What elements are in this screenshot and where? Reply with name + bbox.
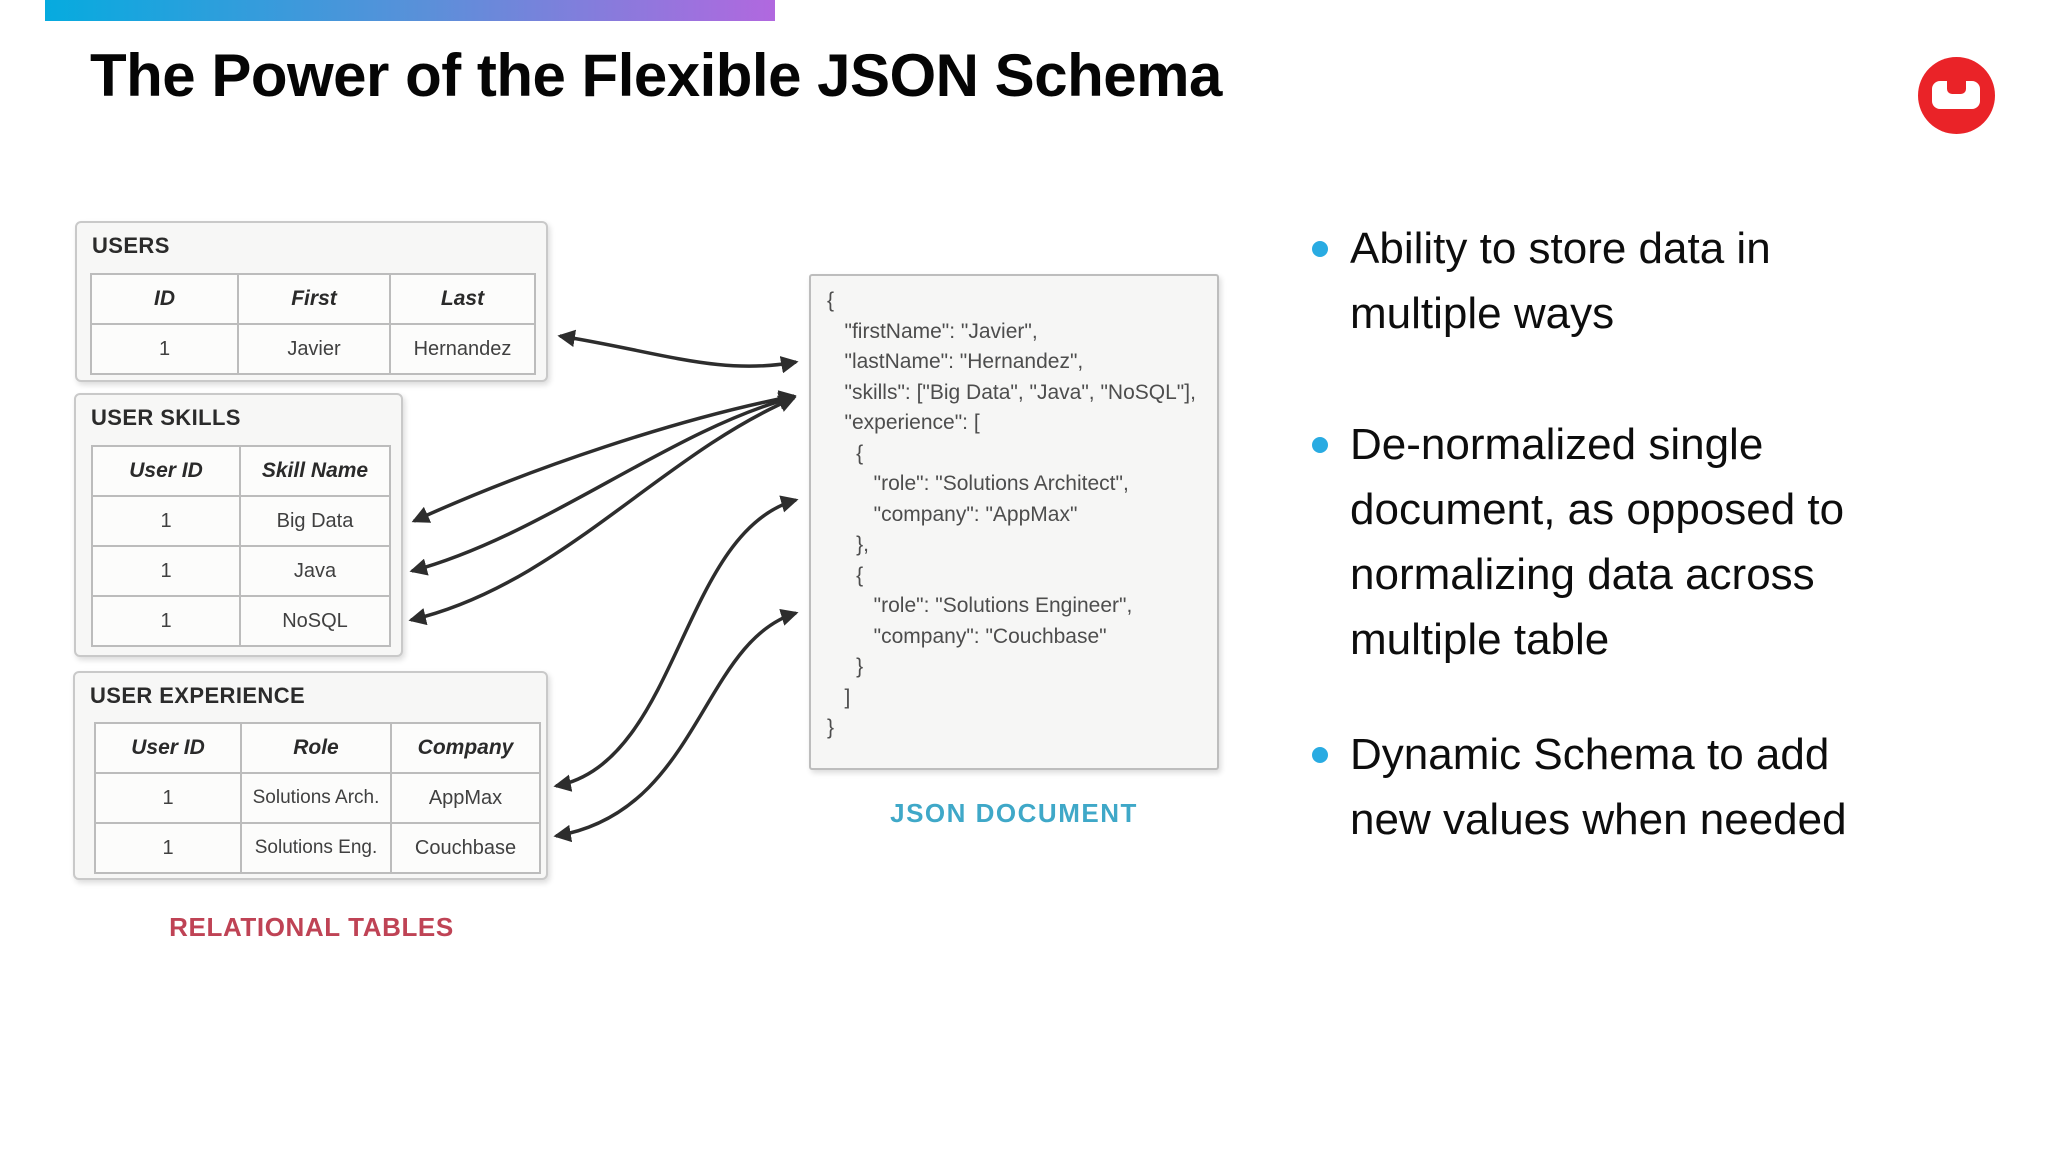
users-header-first: First [237, 273, 391, 325]
table-row: 1 Java [91, 545, 391, 597]
couchbase-logo-icon [1918, 57, 1995, 134]
table-row: 1 Solutions Eng. Couchbase [94, 822, 541, 874]
list-item: Ability to store data in multiple ways [1312, 216, 1992, 346]
users-header-last: Last [389, 273, 536, 325]
skills-header-skillname: Skill Name [239, 445, 391, 497]
users-header-id: ID [90, 273, 239, 325]
skills-header-userid: User ID [91, 445, 241, 497]
arrow-appmax-to-json [553, 495, 799, 792]
arrow-bigdata-to-json [411, 390, 797, 523]
arrow-java-to-json [409, 392, 797, 576]
user-skills-table-panel: USER SKILLS User ID Skill Name 1 Big Dat… [74, 393, 403, 657]
users-table: ID First Last 1 Javier Hernandez [90, 273, 536, 375]
bullet-dot-icon [1312, 747, 1328, 763]
json-code: { "firstName": "Javier", "lastName": "He… [827, 289, 1196, 739]
experience-cell-company: AppMax [390, 772, 541, 824]
experience-header-role: Role [240, 722, 392, 774]
user-skills-header-row: User ID Skill Name [91, 445, 391, 497]
json-document-panel: { "firstName": "Javier", "lastName": "He… [809, 274, 1219, 770]
skills-cell-skill: Big Data [239, 495, 391, 547]
users-table-panel: USERS ID First Last 1 Javier Hernandez [75, 221, 548, 382]
skills-cell-userid: 1 [91, 545, 241, 597]
bullet-text: Ability to store data in multiple ways [1350, 224, 1771, 338]
bullet-list: Ability to store data in multiple ways D… [1312, 216, 1992, 852]
experience-cell-userid: 1 [94, 822, 242, 874]
users-table-title: USERS [92, 233, 170, 258]
skills-cell-userid: 1 [91, 495, 241, 547]
arrow-nosql-to-json [408, 395, 797, 626]
users-cell-last: Hernandez [389, 323, 536, 375]
list-item: Dynamic Schema to add new values when ne… [1312, 722, 1992, 852]
users-cell-first: Javier [237, 323, 391, 375]
user-skills-table: User ID Skill Name 1 Big Data 1 Java 1 N… [91, 445, 391, 647]
bullet-dot-icon [1312, 437, 1328, 453]
experience-header-company: Company [390, 722, 541, 774]
user-experience-header-row: User ID Role Company [94, 722, 541, 774]
arrow-users-to-json [557, 329, 799, 374]
table-row: 1 NoSQL [91, 595, 391, 647]
bullet-dot-icon [1312, 241, 1328, 257]
skills-cell-userid: 1 [91, 595, 241, 647]
top-gradient-bar [45, 0, 775, 21]
skills-cell-skill: NoSQL [239, 595, 391, 647]
experience-cell-company: Couchbase [390, 822, 541, 874]
table-row: 1 Javier Hernandez [90, 323, 536, 375]
table-row: 1 Solutions Arch. AppMax [94, 772, 541, 824]
couchbase-couch-notch [1947, 81, 1966, 94]
relational-tables-caption: RELATIONAL TABLES [169, 912, 454, 942]
table-row: 1 Big Data [91, 495, 391, 547]
user-skills-table-title: USER SKILLS [91, 405, 241, 430]
user-experience-table: User ID Role Company 1 Solutions Arch. A… [94, 722, 541, 874]
experience-cell-role: Solutions Arch. [240, 772, 392, 824]
bullet-text: Dynamic Schema to add new values when ne… [1350, 730, 1847, 844]
skills-cell-skill: Java [239, 545, 391, 597]
experience-cell-role: Solutions Eng. [240, 822, 392, 874]
json-document-caption: JSON DOCUMENT [890, 798, 1138, 828]
bullet-text: De-normalized single document, as oppose… [1350, 420, 1845, 664]
list-item: De-normalized single document, as oppose… [1312, 412, 1992, 672]
user-experience-table-panel: USER EXPERIENCE User ID Role Company 1 S… [73, 671, 548, 880]
user-experience-table-title: USER EXPERIENCE [90, 683, 306, 708]
experience-cell-userid: 1 [94, 772, 242, 824]
experience-header-userid: User ID [94, 722, 242, 774]
arrow-couchbase-to-json [553, 608, 799, 843]
slide-title: The Power of the Flexible JSON Schema [90, 42, 1222, 109]
users-table-header-row: ID First Last [90, 273, 536, 325]
users-cell-id: 1 [90, 323, 239, 375]
